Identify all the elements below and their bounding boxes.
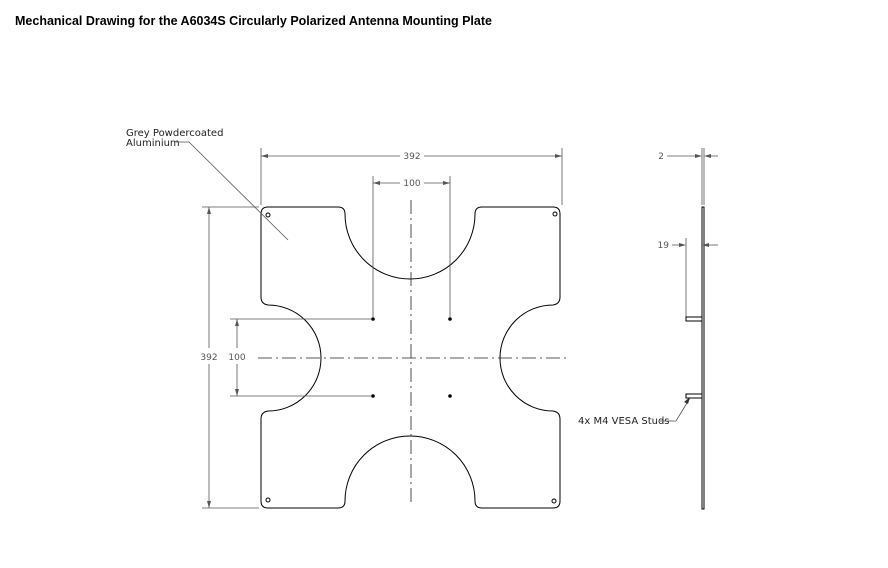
side-view-plate [701,206,705,510]
dimension-overall-height-text: 392 [200,353,217,363]
dimension-thickness-text: 2 [658,152,664,162]
material-callout: Grey Powdercoated Aluminium [126,128,289,241]
vesa-stud-bottom-left [371,394,375,398]
corner-hole-top-left [265,212,271,218]
side-view-stud-upper [685,316,703,322]
dimension-overall-width: 392 [260,148,563,205]
vesa-stud-top-right [448,317,452,321]
dimension-stud-length-text: 19 [658,241,670,251]
studs-label: 4x M4 VESA Studs [578,416,670,427]
dimension-vesa-horizontal: 100 [372,176,451,317]
material-label-line1: Grey Powdercoated [126,128,223,139]
corner-hole-bottom-right [551,498,557,504]
material-label-line2: Aluminium [126,138,180,149]
side-view-stud-lower [685,393,703,399]
dimension-overall-width-text: 392 [403,152,420,162]
side-view: 2 19 [658,148,718,510]
dimension-vesa-vertical-text: 100 [228,353,245,363]
corner-hole-top-right [552,211,558,217]
dimension-overall-height: 392 [200,206,259,509]
vesa-stud-bottom-right [448,394,452,398]
dimension-vesa-horizontal-text: 100 [403,179,420,189]
studs-callout: 4x M4 VESA Studs [578,397,691,427]
dimension-vesa-vertical: 100 [228,318,371,397]
corner-hole-bottom-left [265,497,271,503]
vesa-stud-top-left [371,317,375,321]
plate-outline [260,206,561,509]
page-title: Mechanical Drawing for the A6034S Circul… [15,14,492,28]
